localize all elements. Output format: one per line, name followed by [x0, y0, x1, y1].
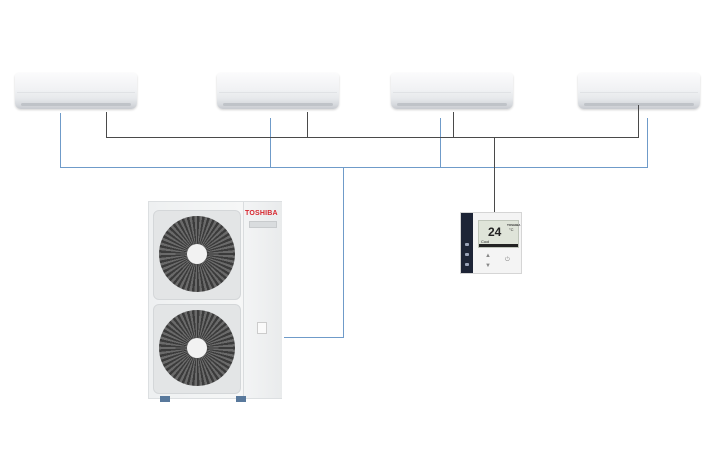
outdoor-unit: TOSHIBA — [148, 201, 282, 399]
remote-screen: TOSHIBA 24 °C Cool — [478, 220, 521, 248]
control-wire — [106, 112, 107, 138]
fan-upper — [153, 210, 241, 300]
refrigerant-pipe-main — [60, 167, 648, 168]
indoor-unit-3 — [391, 73, 513, 109]
control-wire — [638, 105, 639, 138]
indoor-unit-1 — [15, 73, 137, 109]
fan-lower — [153, 304, 241, 394]
refrigerant-pipe-riser — [343, 167, 344, 338]
refrigerant-pipe-outdoor — [284, 337, 344, 338]
remote-controller: TOSHIBA 24 °C Cool ▲ ▼ ⏻ — [460, 212, 522, 274]
remote-brand: TOSHIBA — [507, 223, 521, 227]
outdoor-foot — [160, 396, 170, 402]
refrigerant-pipe — [440, 118, 441, 168]
control-wire-remote — [494, 137, 495, 212]
indoor-unit-4 — [578, 73, 700, 109]
control-wire — [307, 112, 308, 138]
control-wire-main — [106, 137, 639, 138]
refrigerant-pipe — [60, 113, 61, 168]
outdoor-handle — [257, 322, 267, 334]
down-arrow-icon: ▼ — [485, 263, 491, 269]
remote-temp-unit: °C — [509, 227, 514, 232]
up-arrow-icon: ▲ — [485, 253, 491, 259]
refrigerant-pipe — [270, 118, 271, 168]
outdoor-foot — [236, 396, 246, 402]
outdoor-badge — [249, 221, 277, 228]
control-wire — [453, 112, 454, 138]
remote-mode: Cool — [481, 239, 490, 244]
remote-temperature: 24 — [488, 225, 502, 239]
outdoor-brand-logo: TOSHIBA — [245, 210, 278, 217]
refrigerant-pipe — [647, 118, 648, 168]
indoor-unit-2 — [217, 73, 339, 109]
power-icon: ⏻ — [505, 257, 510, 263]
